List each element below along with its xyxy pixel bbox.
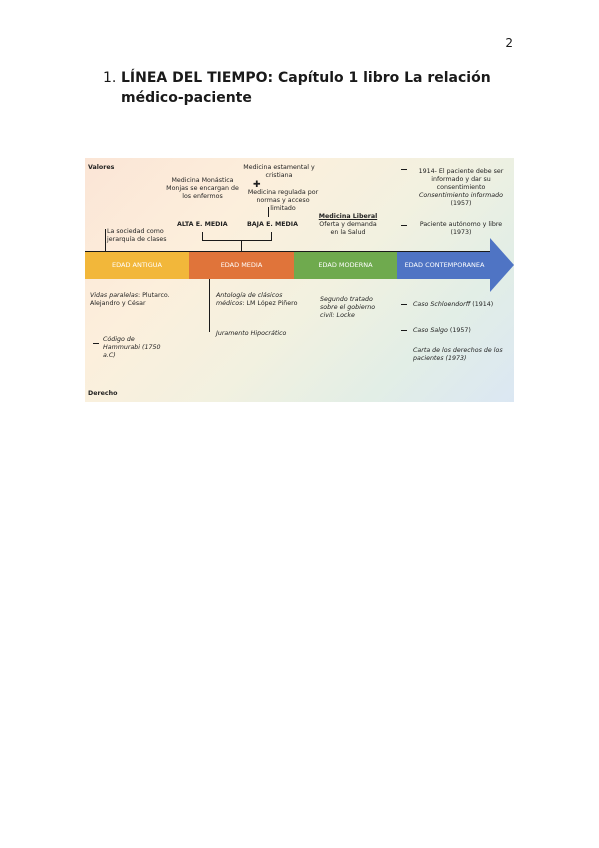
sociedad-tick: [105, 229, 106, 251]
regulada-tick: [268, 207, 269, 217]
plus-icon: ✚: [253, 180, 261, 190]
heading-text: LÍNEA DEL TIEMPO: Capítulo 1 libro La re…: [121, 70, 491, 106]
c1914-text: 1914- El paciente debe ser informado y d…: [418, 168, 504, 191]
hammurabi-dash: [93, 343, 99, 344]
caso1-italic: Caso Schloendorff: [413, 301, 471, 308]
timeline-arrow-head: [490, 238, 514, 292]
era-contemporanea: EDAD CONTEMPORANEA: [397, 251, 492, 279]
caso1-dash: [401, 304, 407, 305]
era-media: EDAD MEDIA: [189, 251, 294, 279]
valores-label: Valores: [88, 164, 115, 171]
carta-text: Carta de los derechos de los pacientes (…: [413, 347, 503, 362]
bracket-stem: [241, 240, 242, 251]
alta-media-label: ALTA E. MEDIA: [177, 221, 228, 228]
bracket-bottom: [202, 240, 272, 241]
era-moderna: EDAD MODERNA: [294, 251, 397, 279]
heading-number: 1.: [103, 70, 117, 86]
media-tick: [209, 279, 210, 332]
vidas-italic: Vidas paralelas: [90, 292, 139, 299]
liberal-title: Medicina Liberal: [318, 213, 378, 220]
derecho-label: Derecho: [88, 390, 118, 397]
section-heading: 1. LÍNEA DEL TIEMPO: Capítulo 1 libro La…: [103, 68, 523, 108]
timeline-axis: [85, 251, 490, 252]
vidas-rest: : Plutarco. Alejandro y César: [90, 292, 170, 307]
era-antigua: EDAD ANTIGUA: [85, 251, 189, 279]
juramento-text: Juramento Hipocrático: [216, 330, 287, 337]
regulada-text: Medicina regulada por normas y acceso li…: [247, 189, 319, 212]
segundo-tratado-text: Segundo tratado sobre el gobierno civil:…: [320, 296, 376, 319]
autonomo-text: Paciente autónomo y libre: [419, 221, 503, 228]
antologia-text: Antología de clásicos médicos: LM López …: [216, 292, 302, 308]
antologia-rest: : LM López Piñero: [242, 300, 298, 307]
c1914-italic: Consentimiento informado: [419, 192, 503, 199]
hammurabi-text: Código de Hammurabi (1750 a.C): [103, 336, 161, 359]
caso2-italic: Caso Salgo: [413, 327, 448, 334]
autonomo-dash: [401, 225, 407, 226]
c1914-dash: [401, 169, 407, 170]
sociedad-text: La sociedad como jerarquía de clases: [107, 228, 167, 243]
caso1-text: Caso Schloendorff (1914): [413, 301, 493, 309]
liberal-text: Oferta y demanda en la Salud: [319, 221, 377, 236]
bracket-right: [271, 232, 272, 240]
baja-media-label: BAJA E. MEDIA: [247, 221, 298, 228]
caso1-year: (1914): [470, 301, 494, 308]
caso2-dash: [401, 330, 407, 331]
caso2-text: Caso Salgo (1957): [413, 327, 471, 335]
page-number: 2: [505, 36, 513, 50]
estamental-text: Medicina estamental y cristiana: [243, 164, 315, 179]
vidas-paralelas: Vidas paralelas: Plutarco. Alejandro y C…: [90, 292, 170, 308]
bracket-left: [202, 232, 203, 240]
timeline-figure: Valores Derecho EDAD ANTIGUA EDAD MEDIA …: [85, 158, 514, 402]
c1914-year: (1957): [450, 200, 472, 207]
antologia-italic: Antología de clásicos médicos: [216, 292, 283, 307]
monastica-text: Medicina Monástica Monjas se encargan de…: [166, 177, 239, 200]
autonomo-year: (1973): [450, 229, 472, 236]
caso2-year: (1957): [447, 327, 471, 334]
